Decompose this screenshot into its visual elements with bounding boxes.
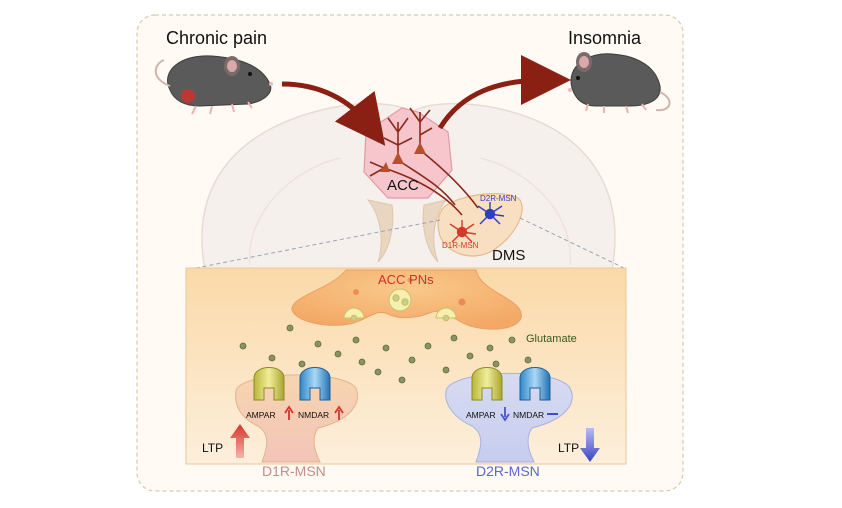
acc-projection-neurons xyxy=(369,107,479,216)
acc-to-insomnia-arrow xyxy=(437,55,571,130)
ltp-label-left: LTP xyxy=(202,441,223,455)
axon-spot xyxy=(458,298,466,306)
ampar-receptor-right xyxy=(471,367,503,401)
acc-soma-2 xyxy=(414,142,426,154)
d1r-neuron-small xyxy=(449,220,477,243)
dms-label: DMS xyxy=(492,247,525,264)
axon-spot xyxy=(407,277,413,283)
acc-soma-1 xyxy=(392,152,404,164)
nmdar-up-arrow-left xyxy=(334,405,344,420)
insomnia-label: Insomnia xyxy=(568,28,642,48)
ampar-label-right: AMPAR xyxy=(466,410,496,420)
acc-soma-3 xyxy=(380,162,390,172)
axon-spot xyxy=(353,289,359,295)
acc-region xyxy=(363,107,453,199)
d1r-msn-small-label: D1R-MSN xyxy=(442,241,479,250)
synaptic-vesicles xyxy=(343,288,457,322)
chronic-pain-mouse xyxy=(154,55,273,115)
ltp-label-right: LTP xyxy=(558,441,579,455)
zoom-line-right xyxy=(519,217,625,269)
nmdar-label-right: NMDAR xyxy=(513,410,544,420)
d1r-msn-label: D1R-MSN xyxy=(262,463,326,479)
insomnia-mouse xyxy=(568,52,671,114)
ampar-up-arrow-left xyxy=(284,405,294,420)
d2r-msn-label: D2R-MSN xyxy=(476,463,540,479)
chronic-pain-label: Chronic pain xyxy=(166,28,267,48)
nmdar-label-left: NMDAR xyxy=(298,410,329,420)
dms-region xyxy=(437,193,523,257)
acc-label: ACC xyxy=(387,177,419,194)
ampar-receptor-left xyxy=(253,367,285,401)
acc-pns-label: ACC PNs xyxy=(378,272,434,287)
glutamate-label: Glutamate xyxy=(526,333,577,345)
ltp-down-arrow xyxy=(580,428,600,462)
glutamate-molecules xyxy=(239,324,532,384)
d2r-msn-small-label: D2R-MSN xyxy=(480,194,517,203)
nmdar-receptor-right xyxy=(519,367,551,401)
ampar-label-left: AMPAR xyxy=(246,410,276,420)
ltp-up-arrow xyxy=(230,424,250,458)
nmdar-receptor-left xyxy=(299,367,331,401)
d2r-neuron-small xyxy=(477,202,505,225)
ampar-down-arrow-right xyxy=(500,407,510,422)
pain-to-acc-arrow xyxy=(281,81,386,146)
